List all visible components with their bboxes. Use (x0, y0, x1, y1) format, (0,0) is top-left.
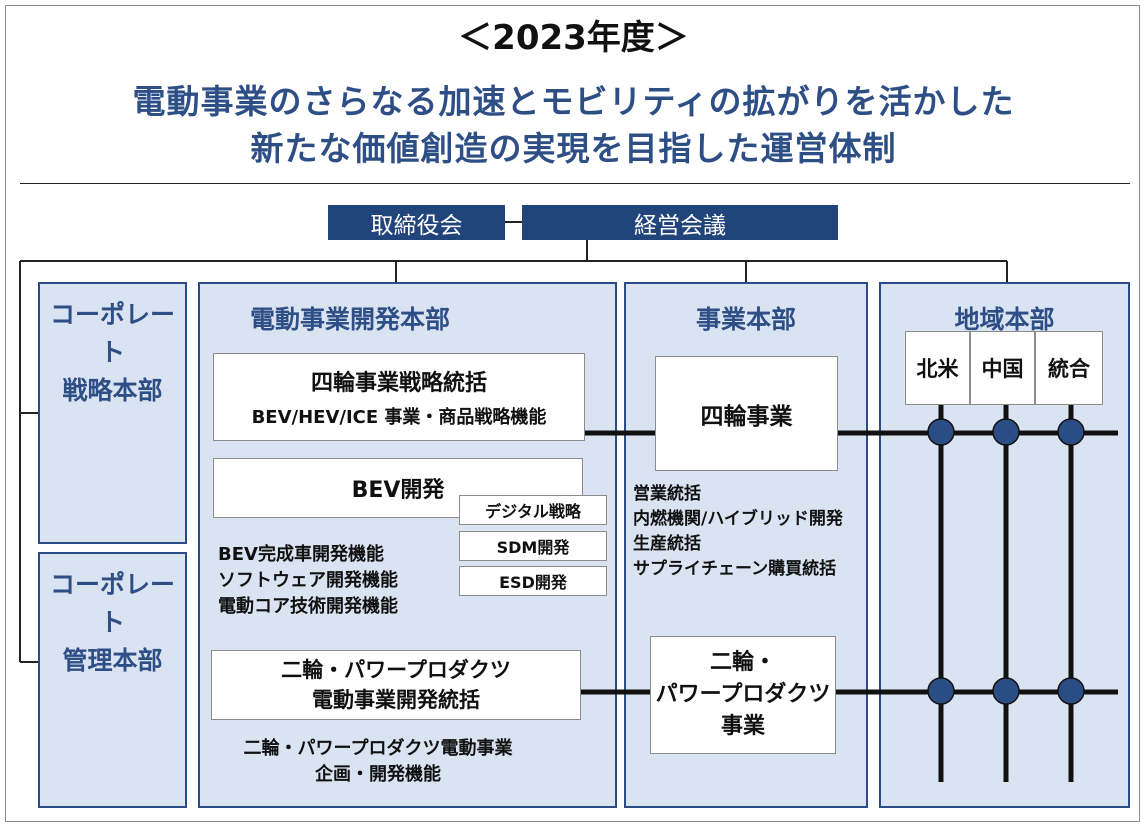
moto-ev-function-line1: 二輪・パワープロダクツ電動事業 (243, 738, 513, 759)
board-of-directors: 取締役会 (328, 205, 505, 240)
auto-strategy-box: 四輪事業戦略統括 BEV/HEV/ICE 事業・商品戦略機能 (213, 353, 585, 441)
moto-ev-dev-box: 二輪・パワープロダクツ 電動事業開発統括 (211, 650, 581, 720)
header-divider (20, 183, 1130, 184)
moto-ev-function-line2: 企画・開発機能 (315, 764, 441, 785)
integrated-auto-dot (1057, 418, 1085, 446)
auto-strategy-sub: BEV/HEV/ICE 事業・商品戦略機能 (251, 407, 547, 428)
china-moto-dot (992, 677, 1020, 705)
ev-development-title: 電動事業開発本部 (249, 305, 450, 334)
auto-function-item: 内燃機関/ハイブリッド開発 (633, 509, 843, 529)
region-china: 中国 (970, 331, 1035, 405)
digital-strategy-tag: デジタル戦略 (459, 495, 607, 525)
corporate-admin-label: コーポレート 管理本部 (49, 570, 175, 675)
moto-power-business-label: 二輪・ パワープロダクツ 事業 (655, 650, 831, 739)
north-america-auto-dot (927, 418, 955, 446)
region-north-america: 北米 (905, 331, 970, 405)
corporate-admin-hq: コーポレート 管理本部 (38, 552, 187, 808)
corporate-strategy-label: コーポレート 戦略本部 (49, 300, 175, 405)
corporate-strategy-hq: コーポレート 戦略本部 (38, 282, 187, 544)
diagram-frame (5, 5, 1140, 822)
auto-functions-list: 営業統括 内燃機関/ハイブリッド開発 生産統括 サプライチェーン購買統括 (633, 482, 873, 582)
regional-hq-title: 地域本部 (954, 305, 1055, 334)
fiscal-year-heading: ＜2023年度＞ (458, 18, 689, 58)
sdm-development-tag: SDM開発 (459, 531, 607, 561)
integrated-moto-dot (1057, 677, 1085, 705)
title-line-1: 電動事業のさらなる加速とモビリティの拡がりを活かした (132, 82, 1015, 121)
moto-ev-dev-line1: 二輪・パワープロダクツ (281, 658, 511, 682)
auto-function-item: 生産統括 (633, 534, 701, 554)
north-america-moto-dot (927, 677, 955, 705)
moto-ev-dev-line2: 電動事業開発統括 (312, 688, 480, 712)
bev-function-item: 電動コア技術開発機能 (218, 596, 398, 617)
auto-function-item: 営業統括 (633, 484, 701, 504)
auto-function-item: サプライチェーン購買統括 (633, 559, 837, 579)
moto-power-business-box: 二輪・ パワープロダクツ 事業 (650, 636, 836, 754)
bev-functions-list: BEV完成車開発機能 ソフトウェア開発機能 電動コア技術開発機能 (218, 542, 458, 620)
esd-development-tag: ESD開発 (459, 566, 607, 596)
bev-function-item: ソフトウェア開発機能 (218, 570, 398, 591)
title-line-2: 新たな価値創造の実現を目指した運営体制 (250, 129, 897, 168)
business-hq-title: 事業本部 (695, 305, 796, 334)
bev-function-item: BEV完成車開発機能 (218, 544, 384, 565)
moto-ev-functions: 二輪・パワープロダクツ電動事業 企画・開発機能 (213, 736, 543, 788)
automobile-business-box: 四輪事業 (655, 356, 838, 471)
management-council: 経営会議 (522, 205, 838, 240)
auto-strategy-title: 四輪事業戦略統括 (310, 371, 487, 396)
bev-development-title: BEV開発 (351, 478, 445, 503)
automobile-business-label: 四輪事業 (700, 403, 793, 430)
region-integrated: 統合 (1035, 331, 1103, 405)
china-auto-dot (992, 418, 1020, 446)
